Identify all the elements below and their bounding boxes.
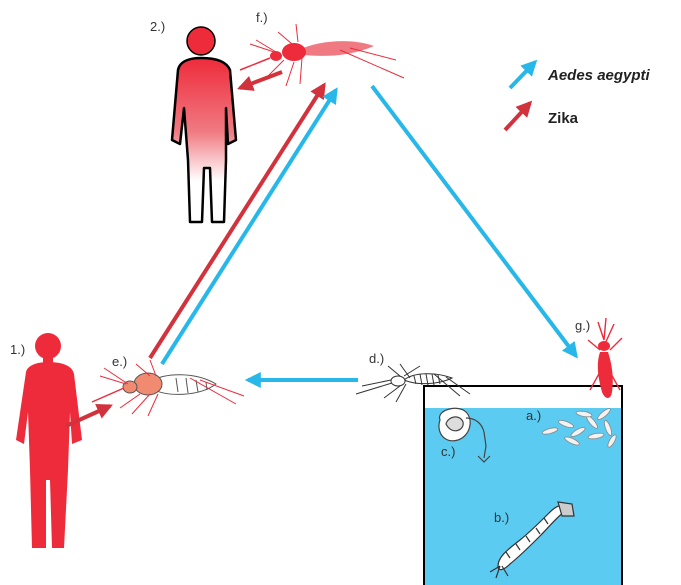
label-feeding-mosquito-2: f.) bbox=[256, 10, 268, 25]
legend-aedes-arrow bbox=[510, 62, 535, 88]
label-feeding-mosquito-1: e.) bbox=[112, 354, 127, 369]
legend-zika-arrow bbox=[505, 103, 530, 130]
label-pupa: c.) bbox=[441, 444, 455, 459]
label-human-2: 2.) bbox=[150, 19, 165, 34]
label-larva: b.) bbox=[494, 510, 509, 525]
legend-zika-label: Zika bbox=[548, 110, 579, 127]
label-eggs: a.) bbox=[526, 408, 541, 423]
human-2-silhouette bbox=[172, 27, 236, 222]
label-human-1: 1.) bbox=[10, 342, 25, 357]
label-emerging-mosquito: d.) bbox=[369, 351, 384, 366]
aedes-arrow-f-to-g bbox=[372, 86, 576, 356]
human-1-silhouette bbox=[16, 333, 82, 548]
zika-arrow-f-to-human2 bbox=[240, 72, 282, 88]
emerging-mosquito-icon bbox=[356, 364, 470, 402]
cycle-arrows bbox=[66, 72, 576, 426]
label-ovipositing-mosquito: g.) bbox=[575, 318, 590, 333]
legend: Aedes aegypti Zika bbox=[505, 62, 651, 130]
legend-aedes-label: Aedes aegypti bbox=[547, 67, 651, 84]
